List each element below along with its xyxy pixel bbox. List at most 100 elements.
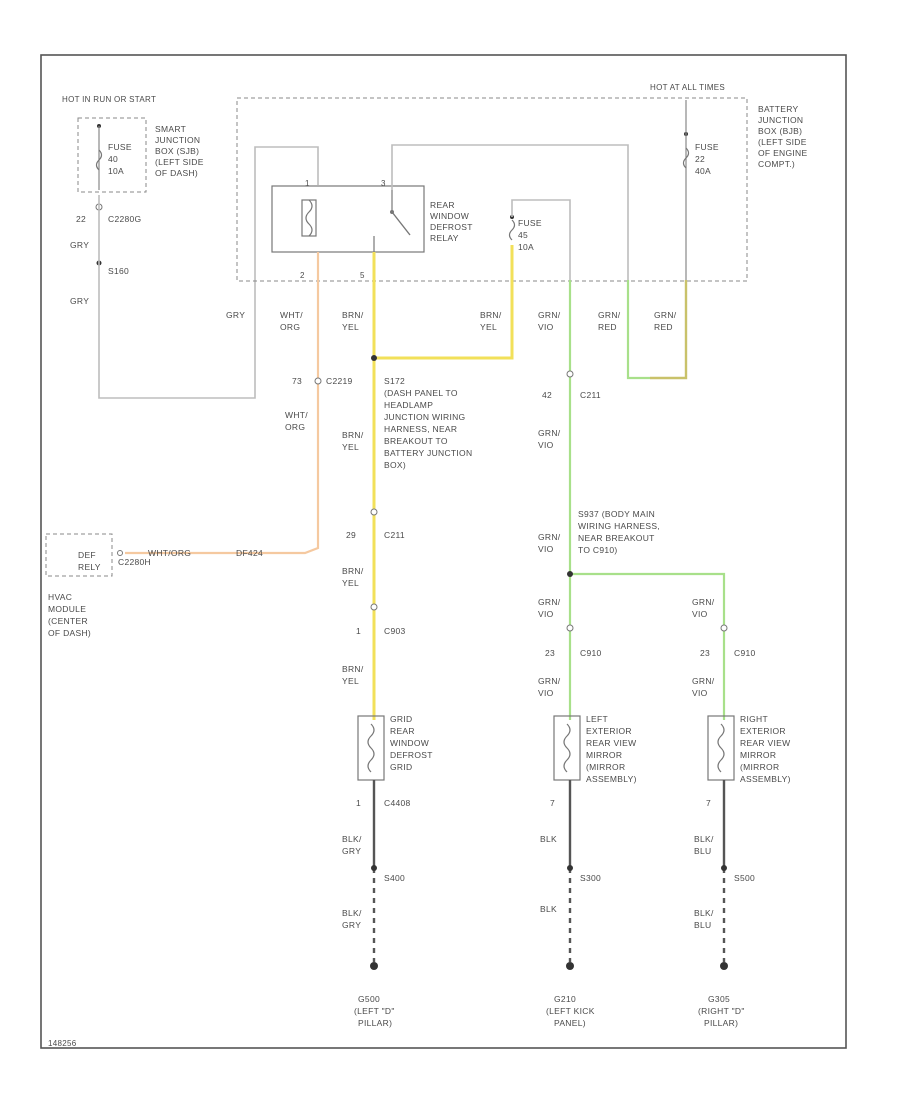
svg-text:REAR: REAR xyxy=(390,726,415,736)
svg-text:VIO: VIO xyxy=(692,609,708,619)
svg-text:EXTERIOR: EXTERIOR xyxy=(740,726,786,736)
grn-vio-label-5: GRN/ VIO xyxy=(692,597,714,619)
svg-text:45: 45 xyxy=(518,230,528,240)
svg-text:VIO: VIO xyxy=(538,544,554,554)
svg-text:GRN/: GRN/ xyxy=(692,676,715,686)
svg-text:GRN/: GRN/ xyxy=(538,597,561,607)
relay-pin-3: 3 xyxy=(381,179,386,188)
wire-gry-label-3: GRY xyxy=(226,310,245,320)
svg-text:REAR VIEW: REAR VIEW xyxy=(586,738,636,748)
pin-29-label: 29 xyxy=(346,530,356,540)
brn-yel-label-4: BRN/ YEL xyxy=(342,566,364,588)
grn-vio-label-7: GRN/ VIO xyxy=(692,676,715,698)
connector-c4408-label: C4408 xyxy=(384,798,411,808)
svg-text:SMART: SMART xyxy=(155,124,186,134)
hvac-circuit-label: DF424 xyxy=(236,548,263,558)
svg-text:BLK/: BLK/ xyxy=(342,834,362,844)
blk-gry-label-2: BLK/ GRY xyxy=(342,908,362,930)
smart-junction-box-outline xyxy=(77,117,147,193)
gry-wire-sjb xyxy=(98,146,319,399)
grn-red-label-1: GRN/ RED xyxy=(598,310,620,332)
ground-left-kick-panel-icon xyxy=(566,962,574,970)
svg-text:GRY: GRY xyxy=(342,920,361,930)
grn-vio-branch-wire xyxy=(570,572,726,720)
svg-text:VIO: VIO xyxy=(538,322,554,332)
fuse-bjb: FUSE 22 40A xyxy=(682,100,719,280)
svg-text:WINDOW: WINDOW xyxy=(430,211,469,221)
fuse-45: FUSE 45 10A xyxy=(508,215,542,252)
svg-text:S172: S172 xyxy=(384,376,405,386)
svg-text:(LEFT "D": (LEFT "D" xyxy=(354,1006,395,1016)
svg-text:GRID: GRID xyxy=(390,762,412,772)
left-mirror-label: LEFT EXTERIOR REAR VIEW MIRROR (MIRROR A… xyxy=(586,714,636,784)
svg-text:BOX (BJB): BOX (BJB) xyxy=(758,126,802,136)
splice-s937-label: S937 (BODY MAIN WIRING HARNESS, NEAR BRE… xyxy=(578,509,660,555)
blk-gry-label-1: BLK/ GRY xyxy=(342,834,362,856)
splice-s937 xyxy=(567,571,573,577)
relay-label: REAR WINDOW DEFROST RELAY xyxy=(430,200,472,243)
pin-7-left-label: 7 xyxy=(550,798,555,808)
svg-text:MODULE: MODULE xyxy=(48,604,86,614)
svg-text:VIO: VIO xyxy=(538,440,554,450)
svg-text:REAR: REAR xyxy=(430,200,455,210)
svg-text:COMPT.): COMPT.) xyxy=(758,159,795,169)
svg-text:WIRING HARNESS,: WIRING HARNESS, xyxy=(578,521,660,531)
splice-s300 xyxy=(567,865,573,871)
svg-text:OF DASH): OF DASH) xyxy=(48,628,91,638)
connector-c910-right xyxy=(720,624,728,632)
svg-text:BOX): BOX) xyxy=(384,460,406,470)
splice-s300-label: S300 xyxy=(580,873,601,883)
relay-switch xyxy=(373,190,411,252)
rear-window-defrost-grid xyxy=(357,715,385,781)
svg-text:(DASH PANEL TO: (DASH PANEL TO xyxy=(384,388,458,398)
grn-red-label-2: GRN/ RED xyxy=(654,310,676,332)
svg-text:GRN/: GRN/ xyxy=(538,676,561,686)
connector-c211-a-label: C211 xyxy=(384,530,405,540)
svg-text:OF DASH): OF DASH) xyxy=(155,168,198,178)
smart-junction-box-label: SMART JUNCTION BOX (SJB) (LEFT SIDE OF D… xyxy=(155,124,204,178)
svg-text:RELY: RELY xyxy=(78,562,101,572)
svg-text:(LEFT SIDE: (LEFT SIDE xyxy=(155,157,204,167)
battery-junction-box-outline xyxy=(236,97,748,282)
svg-text:BRN/: BRN/ xyxy=(342,430,364,440)
right-mirror-label: RIGHT EXTERIOR REAR VIEW MIRROR (MIRROR … xyxy=(740,714,790,784)
splice-s500-label: S500 xyxy=(734,873,755,883)
svg-text:PILLAR): PILLAR) xyxy=(704,1018,738,1028)
svg-text:YEL: YEL xyxy=(342,578,359,588)
svg-text:WHT/: WHT/ xyxy=(280,310,303,320)
battery-junction-box-label: BATTERY JUNCTION BOX (BJB) (LEFT SIDE OF… xyxy=(758,104,807,169)
brn-yel-label-2: BRN/ YEL xyxy=(480,310,502,332)
svg-text:TO C910): TO C910) xyxy=(578,545,618,555)
svg-text:VIO: VIO xyxy=(538,609,554,619)
svg-text:VIO: VIO xyxy=(692,688,708,698)
svg-text:BLU: BLU xyxy=(694,920,711,930)
blk-label-1: BLK xyxy=(540,834,557,844)
rear-window-defrost-relay xyxy=(271,185,425,253)
hot-run-start-label: HOT IN RUN OR START xyxy=(62,95,156,104)
ground-left-kick-panel-label: G210 (LEFT KICK PANEL) xyxy=(546,994,595,1028)
svg-text:ORG: ORG xyxy=(280,322,300,332)
pin-23-left-label: 23 xyxy=(545,648,555,658)
hvac-connector-label: DEF RELY xyxy=(78,550,101,572)
svg-text:40: 40 xyxy=(108,154,118,164)
pin-42-label: 42 xyxy=(542,390,552,400)
svg-text:40A: 40A xyxy=(695,166,711,176)
left-mirror-heater xyxy=(553,715,581,781)
svg-text:JUNCTION: JUNCTION xyxy=(758,115,803,125)
wire-gry-label-2: GRY xyxy=(70,296,89,306)
connector-c211-b-label: C211 xyxy=(580,390,601,400)
connector-c910-left-label: C910 xyxy=(580,648,602,658)
connector-c903-label: C903 xyxy=(384,626,406,636)
wire-gry-label-1: GRY xyxy=(70,240,89,250)
svg-text:GRY: GRY xyxy=(342,846,361,856)
svg-text:BRN/: BRN/ xyxy=(480,310,502,320)
ground-left-d-pillar-label: G500 (LEFT "D" PILLAR) xyxy=(354,994,395,1028)
ground-right-d-pillar-icon xyxy=(720,962,728,970)
svg-text:MIRROR: MIRROR xyxy=(740,750,776,760)
svg-text:BOX (SJB): BOX (SJB) xyxy=(155,146,199,156)
wht-org-wire xyxy=(125,252,320,555)
svg-text:(LEFT KICK: (LEFT KICK xyxy=(546,1006,595,1016)
defrost-grid-label: GRID REAR WINDOW DEFROST GRID xyxy=(390,714,432,772)
pin-73-label: 73 xyxy=(292,376,302,386)
